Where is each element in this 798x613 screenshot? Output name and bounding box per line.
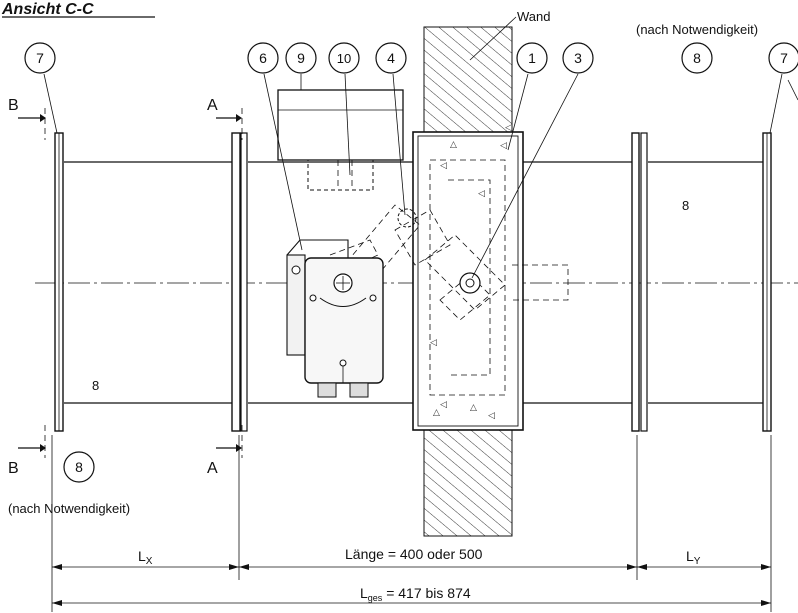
svg-text:△: △ xyxy=(433,408,440,418)
svg-text:4: 4 xyxy=(387,50,395,66)
dimension-lges-label: Lges = 417 bis 874 xyxy=(360,585,471,603)
svg-text:8: 8 xyxy=(75,459,83,475)
balloon-7-left: 7 xyxy=(24,42,56,74)
dimension-ly xyxy=(637,564,771,570)
motor-actuator xyxy=(286,239,384,398)
svg-text:6: 6 xyxy=(259,50,267,66)
balloon-7-right: 7 xyxy=(768,42,798,74)
svg-text:8: 8 xyxy=(693,50,701,66)
svg-text:A: A xyxy=(207,460,218,477)
svg-text:B: B xyxy=(8,460,19,477)
svg-text:3: 3 xyxy=(574,50,582,66)
actuator-housing xyxy=(277,89,404,191)
svg-text:◁: ◁ xyxy=(430,338,437,348)
svg-text:1: 1 xyxy=(528,50,536,66)
balloon-3: 3 xyxy=(562,42,594,74)
flange-y xyxy=(631,132,648,432)
balloon-10: 10 xyxy=(328,42,360,74)
damper-blade xyxy=(394,159,506,396)
balloon-8-right: 8 xyxy=(681,42,713,74)
flange-right xyxy=(762,132,772,432)
concrete-marks: △ ◁ ◁ ◁ ◁ △ ◁ ◁ ◁ △ xyxy=(430,123,512,421)
wall-label: Wand xyxy=(517,9,550,24)
svg-text:A: A xyxy=(207,97,218,114)
svg-text:◁: ◁ xyxy=(440,161,447,171)
extension-lines xyxy=(51,435,772,612)
shaft-stub xyxy=(512,264,569,301)
view-title: Ansicht C-C xyxy=(1,1,94,18)
svg-text:9: 9 xyxy=(297,50,305,66)
section-mark-b-top: B xyxy=(8,97,46,140)
balloon-1: 1 xyxy=(516,42,548,74)
flange-left xyxy=(54,132,64,432)
part-8-label-right: 8 xyxy=(682,198,689,213)
svg-text:◁: ◁ xyxy=(478,189,485,199)
svg-text:B: B xyxy=(8,97,19,114)
dimension-ly-label: LY xyxy=(686,548,701,567)
flange-a xyxy=(231,132,248,432)
svg-text:7: 7 xyxy=(36,50,44,66)
part-8-label-left: 8 xyxy=(92,378,99,393)
note-right: (nach Notwendigkeit) xyxy=(636,22,758,37)
balloon-8-left: 8 xyxy=(63,451,95,483)
svg-text:7: 7 xyxy=(780,50,788,66)
balloon-4: 4 xyxy=(375,42,407,74)
svg-text:◁: ◁ xyxy=(488,411,495,421)
dimension-length-label: Länge = 400 oder 500 xyxy=(345,546,483,562)
svg-text:◁: ◁ xyxy=(500,141,507,151)
section-mark-b-bottom: B xyxy=(8,425,46,477)
balloon-9: 9 xyxy=(285,42,317,74)
section-mark-a-bottom: A xyxy=(207,425,243,477)
balloon-leaders xyxy=(43,73,798,279)
svg-text:◁: ◁ xyxy=(440,400,447,410)
svg-text:△: △ xyxy=(470,403,477,413)
dimension-lx-label: LX xyxy=(138,548,153,567)
dimension-length xyxy=(239,564,637,570)
dimension-lges xyxy=(52,600,771,606)
duct-body xyxy=(64,161,763,404)
svg-text:◁: ◁ xyxy=(505,123,512,133)
section-mark-a-top: A xyxy=(207,97,243,140)
wall-leader xyxy=(469,16,517,61)
balloon-6: 6 xyxy=(247,42,279,74)
note-left: (nach Notwendigkeit) xyxy=(8,501,130,516)
svg-text:△: △ xyxy=(450,140,457,150)
svg-text:10: 10 xyxy=(337,51,351,66)
dimension-lx xyxy=(52,564,239,570)
